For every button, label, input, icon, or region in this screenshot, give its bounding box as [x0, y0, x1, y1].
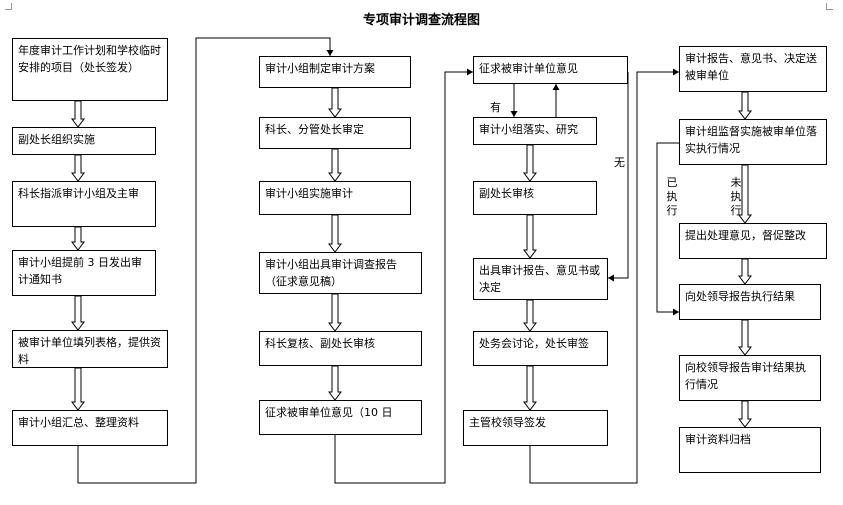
- step-deliver-report: 审计报告、意见书、决定送被审单位: [679, 46, 827, 92]
- step-supervise-implementation: 审计组监督实施被审单位落实执行情况: [679, 119, 827, 165]
- step-annual-plan: 年度审计工作计划和学校临时安排的项目（处长签发）: [12, 38, 168, 101]
- step-make-plan: 审计小组制定审计方案: [259, 56, 411, 88]
- step-assign-team: 科长指派审计小组及主审: [12, 181, 156, 227]
- c4-arrow-1: [738, 91, 752, 120]
- page-corner-tl: [5, 3, 12, 10]
- label-not-executed: 未执行: [730, 176, 742, 217]
- c2-arrow-2: [328, 148, 342, 182]
- step-report-division: 向处领导报告执行结果: [679, 284, 821, 320]
- step-fill-forms: 被审计单位填列表格，提供资料: [12, 330, 168, 368]
- link-col1-col2-head: [326, 50, 334, 56]
- step-approve-plan: 科长、分管处长审定: [259, 117, 411, 149]
- step-leader-sign: 主管校领导签发: [463, 410, 608, 446]
- c4-arrow-3: [738, 258, 752, 285]
- link-executed-head: [673, 308, 679, 316]
- step-report-university: 向校领导报告审计结果执行情况: [679, 355, 821, 401]
- c3-arrow-1: [523, 144, 537, 182]
- step-archive: 审计资料归档: [679, 427, 821, 473]
- c4-arrow-4: [738, 319, 752, 356]
- c1-arrow-1: [71, 100, 85, 128]
- step-propose-rectification: 提出处理意见，督促整改: [679, 223, 827, 259]
- c2-arrow-5: [328, 365, 342, 401]
- page-corner-tr: [826, 3, 833, 10]
- c4-arrow-2: [738, 164, 752, 224]
- link-col3-col4: [529, 71, 679, 484]
- step-draft-report: 审计小组出具审计调查报告（征求意见稿）: [259, 252, 422, 294]
- label-executed: 已执行: [666, 176, 678, 217]
- c3-arrow-4: [523, 365, 537, 411]
- c2-arrow-1: [328, 87, 342, 118]
- c1-arrow-4: [71, 295, 85, 331]
- c3-arrow-2: [523, 214, 537, 259]
- c1-arrow-5: [71, 367, 85, 411]
- step-summarize-data: 审计小组汇总、整理资料: [12, 410, 168, 446]
- link-executed: [656, 142, 679, 313]
- link-yes-head: [510, 111, 518, 117]
- step-deputy-review: 副处长审核: [473, 181, 597, 215]
- step-deputy-organize: 副处长组织实施: [12, 127, 156, 155]
- c1-arrow-3: [71, 226, 85, 251]
- label-no: 无: [614, 156, 625, 169]
- chart-title: 专项审计调查流程图: [362, 13, 480, 28]
- step-seek-opinion: 征求被审单位意见（10 日: [259, 400, 422, 435]
- step-team-study: 审计小组落实、研究: [473, 117, 597, 145]
- link-no-head: [608, 274, 614, 282]
- link-col1-col2: [77, 37, 331, 484]
- c1-arrow-2: [71, 154, 85, 182]
- c2-arrow-3: [328, 214, 342, 253]
- step-review-report: 科长复核、副处长审核: [259, 331, 422, 366]
- step-conduct-audit: 审计小组实施审计: [259, 181, 411, 215]
- link-col2-col3: [334, 71, 473, 484]
- label-yes: 有: [490, 101, 501, 114]
- c4-arrow-5: [738, 400, 752, 428]
- c3-arrow-3: [523, 299, 537, 332]
- step-issue-report: 出具审计报告、意见书或决定: [473, 258, 608, 300]
- link-col2-col3-head: [467, 68, 473, 76]
- link-col3-col4-head: [673, 68, 679, 76]
- c2-arrow-4: [328, 293, 342, 332]
- step-office-meeting: 处务会讨论，处长审签: [473, 331, 608, 366]
- link-no: [608, 72, 629, 279]
- step-solicit-opinion: 征求被审计单位意见: [473, 56, 628, 84]
- link-feedback-head: [552, 84, 560, 90]
- step-send-notice: 审计小组提前 3 日发出审计通知书: [12, 250, 156, 296]
